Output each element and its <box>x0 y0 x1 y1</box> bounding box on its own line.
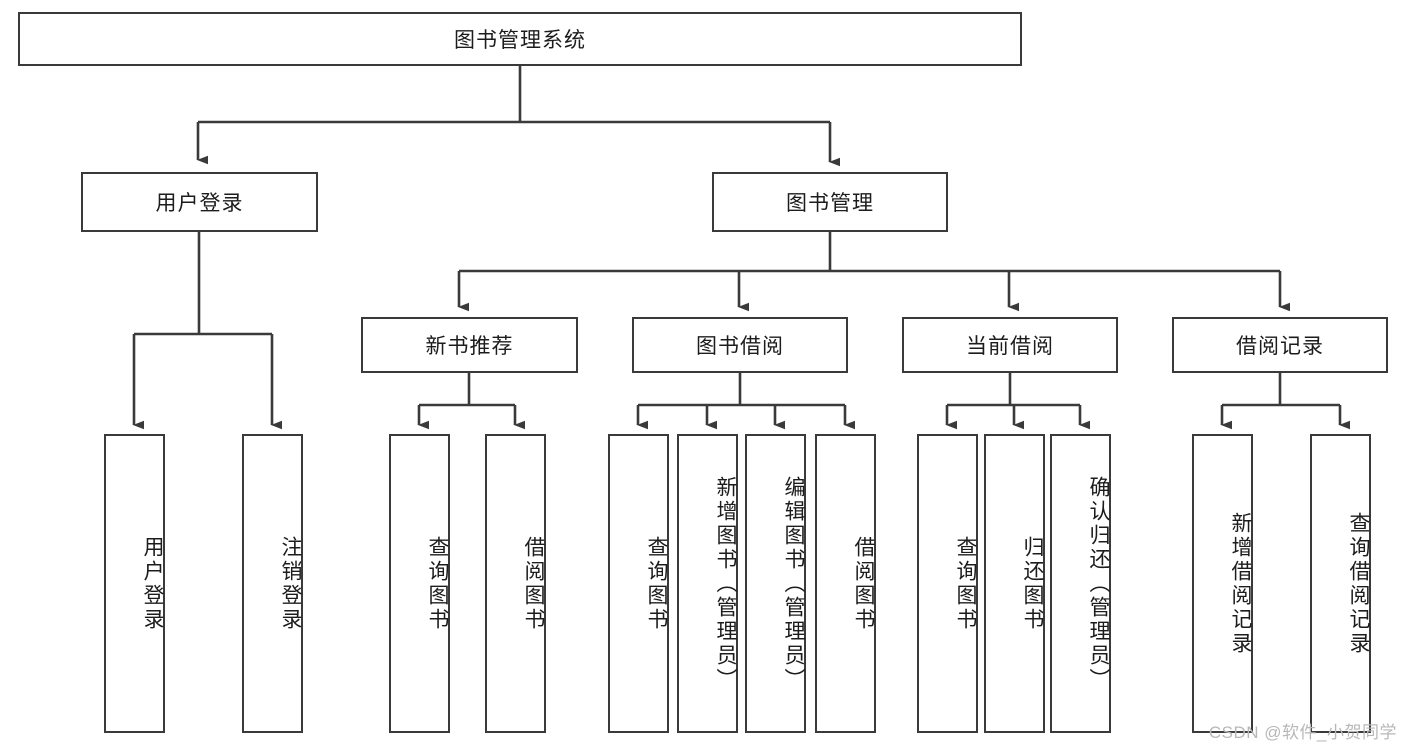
node-leaf-borrow-book-1-label: 借阅图书 <box>522 535 545 632</box>
node-leaf-query-book-1-label: 查询图书 <box>426 535 449 632</box>
node-leaf-logout-login[interactable]: 注销登录 <box>242 434 303 733</box>
node-leaf-query-record[interactable]: 查询借阅记录 <box>1310 434 1371 733</box>
node-leaf-query-book-3[interactable]: 查询图书 <box>917 434 978 733</box>
node-leaf-query-book-1[interactable]: 查询图书 <box>389 434 450 733</box>
node-leaf-edit-book[interactable]: 编辑图书（管理员） <box>745 434 806 733</box>
node-leaf-confirm-return[interactable]: 确认归还（管理员） <box>1050 434 1111 733</box>
node-book-management-label: 图书管理 <box>786 192 874 215</box>
csdn-watermark: CSDN @软件_小贺同学 <box>1208 723 1397 742</box>
node-book-management[interactable]: 图书管理 <box>712 172 948 232</box>
node-leaf-edit-book-label: 编辑图书（管理员） <box>782 475 805 692</box>
node-leaf-borrow-book-1[interactable]: 借阅图书 <box>485 434 546 733</box>
node-leaf-query-book-3-label: 查询图书 <box>954 535 977 632</box>
node-leaf-add-record-label: 新增借阅记录 <box>1229 511 1252 656</box>
node-leaf-add-book-label: 新增图书（管理员） <box>714 475 737 692</box>
node-book-borrow[interactable]: 图书借阅 <box>632 317 848 373</box>
node-leaf-add-book[interactable]: 新增图书（管理员） <box>677 434 738 733</box>
node-leaf-query-book-2-label: 查询图书 <box>645 535 668 632</box>
node-root-label: 图书管理系统 <box>454 29 586 52</box>
node-leaf-borrow-book-2[interactable]: 借阅图书 <box>815 434 876 733</box>
node-leaf-logout-login-label: 注销登录 <box>279 535 302 632</box>
node-leaf-query-record-label: 查询借阅记录 <box>1347 511 1370 656</box>
node-leaf-borrow-book-2-label: 借阅图书 <box>852 535 875 632</box>
node-borrow-record[interactable]: 借阅记录 <box>1172 317 1388 373</box>
node-book-borrow-label: 图书借阅 <box>696 335 784 358</box>
node-current-borrow[interactable]: 当前借阅 <box>902 317 1118 373</box>
node-leaf-return-book[interactable]: 归还图书 <box>984 434 1045 733</box>
node-leaf-confirm-return-label: 确认归还（管理员） <box>1087 475 1110 692</box>
node-user-login-label: 用户登录 <box>155 192 244 215</box>
node-root[interactable]: 图书管理系统 <box>18 12 1022 66</box>
node-leaf-add-record[interactable]: 新增借阅记录 <box>1192 434 1253 733</box>
node-new-book-recommend[interactable]: 新书推荐 <box>361 317 578 373</box>
node-leaf-return-book-label: 归还图书 <box>1021 535 1044 632</box>
node-leaf-user-login[interactable]: 用户登录 <box>104 434 165 733</box>
node-borrow-record-label: 借阅记录 <box>1236 335 1324 358</box>
node-user-login[interactable]: 用户登录 <box>81 172 318 232</box>
node-leaf-query-book-2[interactable]: 查询图书 <box>608 434 669 733</box>
node-current-borrow-label: 当前借阅 <box>966 335 1054 358</box>
node-new-book-recommend-label: 新书推荐 <box>425 335 514 358</box>
node-leaf-user-login-label: 用户登录 <box>141 535 164 632</box>
